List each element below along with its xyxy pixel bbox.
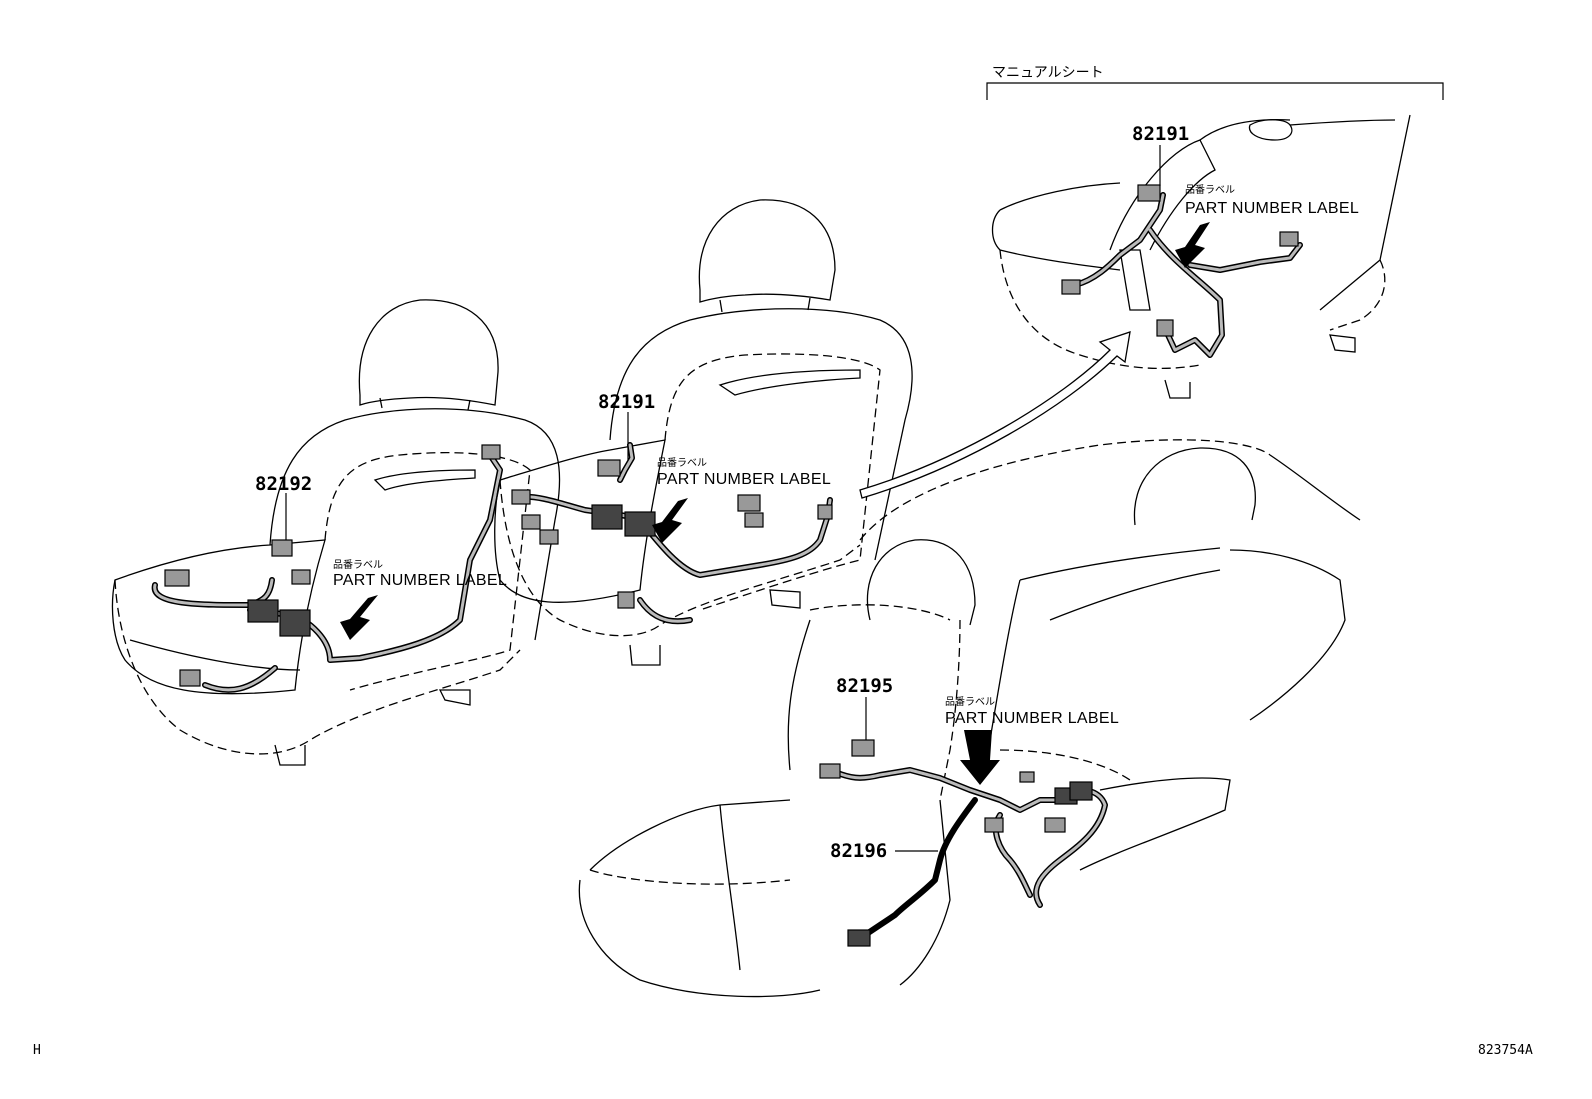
part-number-82196: 82196 bbox=[830, 840, 887, 862]
seat-left-power bbox=[111, 299, 561, 766]
part-number-82191-front: 82191 bbox=[598, 391, 655, 413]
label-en-seat-left: PART NUMBER LABEL bbox=[333, 572, 507, 589]
footer-left-code: H bbox=[33, 1043, 41, 1058]
footer-figure-id: 823754A bbox=[1478, 1043, 1533, 1058]
seat-middle-power bbox=[494, 199, 913, 666]
part-number-82192: 82192 bbox=[255, 473, 312, 495]
label-jp-seat-rear: 品番ラベル bbox=[945, 696, 995, 708]
group-title: マニュアルシート bbox=[992, 65, 1104, 81]
label-jp-seat-manual: 品番ラベル bbox=[1185, 184, 1235, 196]
label-en-seat-middle: PART NUMBER LABEL bbox=[657, 471, 831, 488]
seat-rear-bench bbox=[578, 439, 1361, 998]
part-number-82195: 82195 bbox=[836, 675, 893, 697]
label-jp-seat-left: 品番ラベル bbox=[333, 559, 383, 571]
seat-manual bbox=[986, 82, 1444, 399]
transfer-arrow bbox=[859, 331, 1131, 499]
part-number-82191-manual: 82191 bbox=[1132, 123, 1189, 145]
label-jp-seat-middle: 品番ラベル bbox=[657, 457, 707, 469]
label-en-seat-rear: PART NUMBER LABEL bbox=[945, 710, 1119, 727]
label-en-seat-manual: PART NUMBER LABEL bbox=[1185, 200, 1359, 217]
